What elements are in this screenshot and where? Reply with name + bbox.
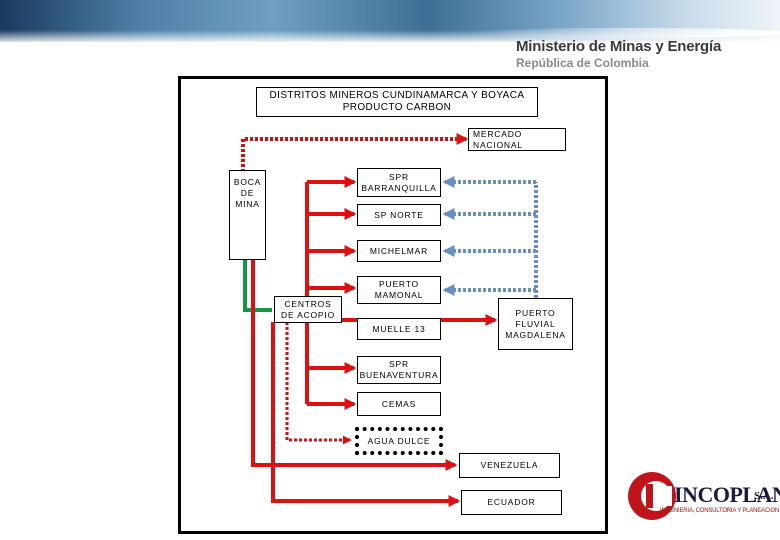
diagram-title: DISTRITOS MINEROS CUNDINAMARCA Y BOYACA … — [256, 87, 538, 117]
node-boca-de-mina: BOCA DE MINA — [229, 170, 266, 260]
node-muelle-13: MUELLE 13 — [357, 318, 441, 340]
node-centros-de-acopio: CENTROS DE ACOPIO — [274, 296, 342, 323]
flow-venezuela — [251, 260, 458, 471]
node-spr-buenaventura: SPR BUENAVENTURA — [357, 356, 441, 384]
diagram-title-line1: DISTRITOS MINEROS CUNDINAMARCA Y BOYACA — [269, 90, 525, 101]
green-flow-to-acopio — [243, 260, 272, 312]
ministry-subtitle: República de Colombia — [516, 56, 649, 70]
node-puerto-fluvial-magdalena: PUERTO FLUVIAL MAGDALENA — [498, 298, 573, 350]
flow-ecuador — [271, 322, 461, 507]
logo-suffix: S.A. — [754, 490, 774, 502]
incoplan-logo-icon — [628, 472, 676, 520]
node-venezuela: VENEZUELA — [459, 453, 560, 478]
diagram-title-line2: PRODUCTO CARBON — [342, 102, 452, 113]
node-agua-dulce: AGUA DULCE — [355, 427, 443, 455]
node-mercado-nacional: MERCADO NACIONAL — [468, 128, 566, 151]
ministry-title: Ministerio de Minas y Energía — [516, 38, 722, 55]
node-cemas: CEMAS — [357, 392, 441, 416]
node-ecuador: ECUADOR — [461, 490, 562, 515]
logo-name: INCOPLAN — [674, 482, 780, 507]
node-sp-norte: SP NORTE — [357, 204, 441, 226]
node-michelmar: MICHELMAR — [357, 240, 441, 262]
banner-swoosh — [470, 28, 780, 38]
logo-tagline: INGENIERIA, CONSULTORIA Y PLANEACION — [660, 508, 780, 514]
dotted-flow-mercado-nacional — [241, 133, 469, 177]
node-puerto-mamonal: PUERTO MAMONAL — [357, 276, 441, 304]
node-spr-barranquilla: SPR BARRANQUILLA — [357, 168, 441, 197]
dotted-flow-agua-dulce — [285, 322, 352, 445]
